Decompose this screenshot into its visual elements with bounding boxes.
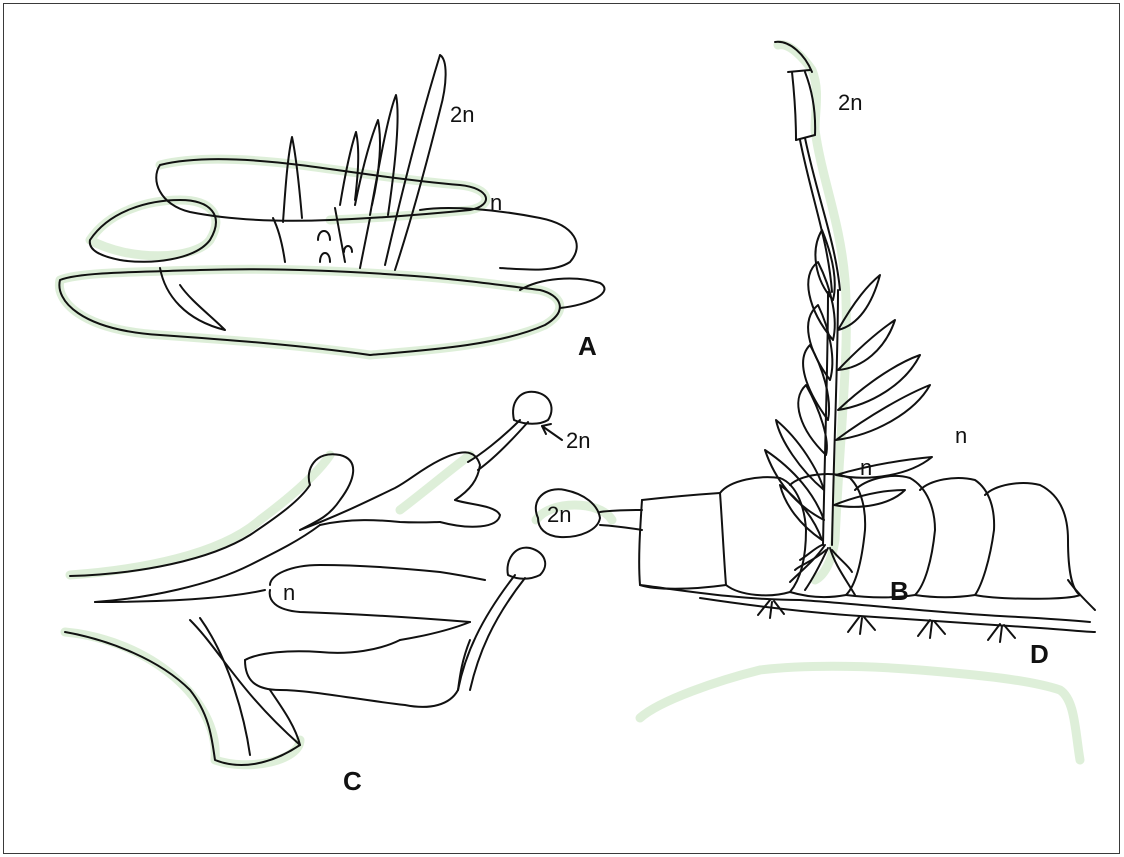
panel-b-sporophyte-label: 2n	[838, 90, 862, 115]
panel-d-gametophyte-label: n	[860, 455, 872, 480]
panel-c-sporophyte-label: 2n	[566, 428, 590, 453]
panel-b-drawing	[765, 42, 932, 595]
panel-d-drawing	[536, 474, 1095, 760]
panel-a-sporophyte-label: 2n	[450, 102, 474, 127]
panel-b-letter: B	[890, 576, 909, 606]
panel-d-sporophyte-label: 2n	[547, 502, 571, 527]
panel-b-gametophyte-label: n	[955, 423, 967, 448]
panel-c-drawing	[65, 392, 562, 765]
panel-a-gametophyte-label: n	[490, 190, 502, 215]
panel-a-letter: A	[578, 331, 597, 361]
panel-d-letter: D	[1030, 639, 1049, 669]
panel-c-letter: C	[343, 766, 362, 796]
panel-a-drawing	[59, 55, 604, 355]
panel-c-gametophyte-label: n	[283, 580, 295, 605]
